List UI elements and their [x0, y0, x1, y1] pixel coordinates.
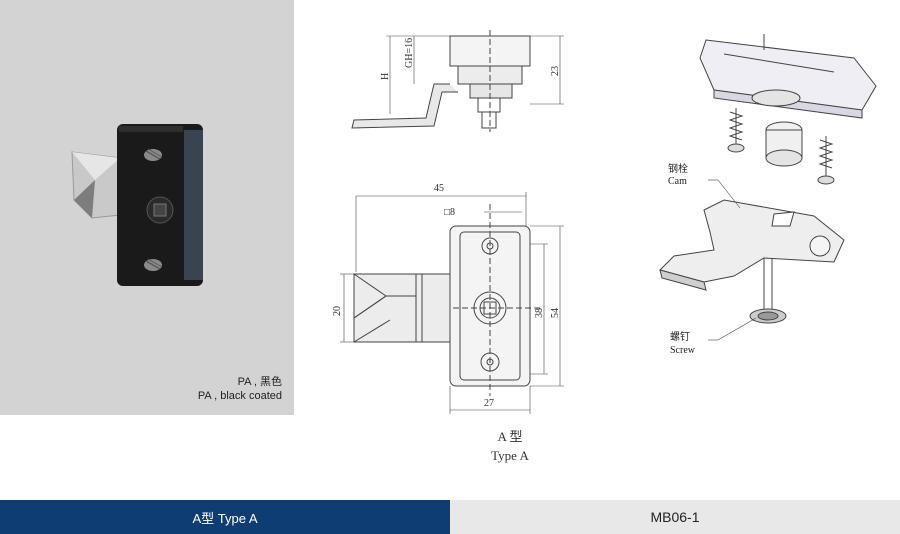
material-caption-en: PA , black coated	[197, 390, 282, 402]
screw-label-en: Screw	[670, 345, 696, 356]
dim-gh16: GH=16	[404, 38, 415, 68]
type-caption-en: Type A	[491, 448, 529, 463]
dim-23: 23	[550, 66, 561, 76]
dim-27: 27	[484, 398, 494, 409]
screw-label-cn: 螺钉	[670, 331, 690, 343]
product-photo-panel: PA , 黑色 PA , black coated	[0, 0, 294, 415]
cam-label-cn: 钢栓	[668, 162, 688, 175]
cam-label-en: Cam	[668, 176, 687, 187]
product-photo	[71, 124, 203, 286]
dim-45: 45	[434, 183, 444, 194]
side-view-drawing	[351, 30, 564, 132]
dim-38: 38	[534, 308, 545, 318]
type-caption: A 型 Type A	[480, 427, 540, 465]
technical-drawings: GH=16 H 23 45 □8 20 38 54 27 钢栓 Cam 螺钉 S…	[332, 30, 877, 414]
footer-bar: A型 Type A MB06-1	[0, 500, 900, 534]
exploded-view-drawing	[659, 34, 877, 341]
dim-h: H	[380, 73, 391, 80]
dim-square8: □8	[444, 207, 455, 218]
footer-type-label: A型 Type A	[0, 500, 450, 534]
material-caption-cn: PA , 黑色	[237, 376, 282, 388]
dim-54: 54	[550, 308, 561, 318]
technical-drawing-area: GH=16 H 23 45 □8 20 38 54 27 钢栓 Cam 螺钉 S…	[294, 0, 900, 500]
footer-model-number: MB06-1	[450, 500, 900, 534]
material-caption: PA , 黑色 PA , black coated	[198, 375, 282, 403]
dim-20: 20	[332, 306, 343, 316]
front-view-drawing	[340, 192, 564, 414]
type-caption-cn: A 型	[497, 429, 523, 444]
